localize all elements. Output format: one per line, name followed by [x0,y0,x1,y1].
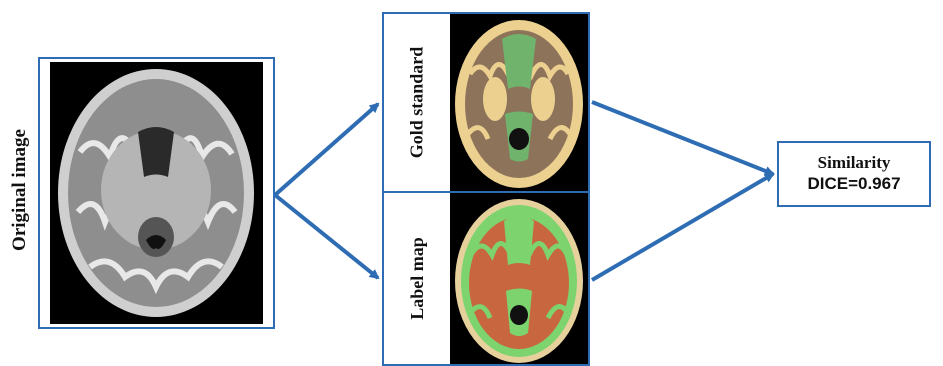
arrow-label-to-similarity [592,174,773,280]
arrow-to-label-map [275,195,378,278]
arrow-gold-to-similarity [592,102,773,174]
similarity-title: Similarity [818,153,891,173]
similarity-result-box: Similarity DICE=0.967 [777,141,931,207]
dice-score-value: DICE=0.967 [807,173,900,195]
arrow-to-gold-standard [275,104,378,195]
